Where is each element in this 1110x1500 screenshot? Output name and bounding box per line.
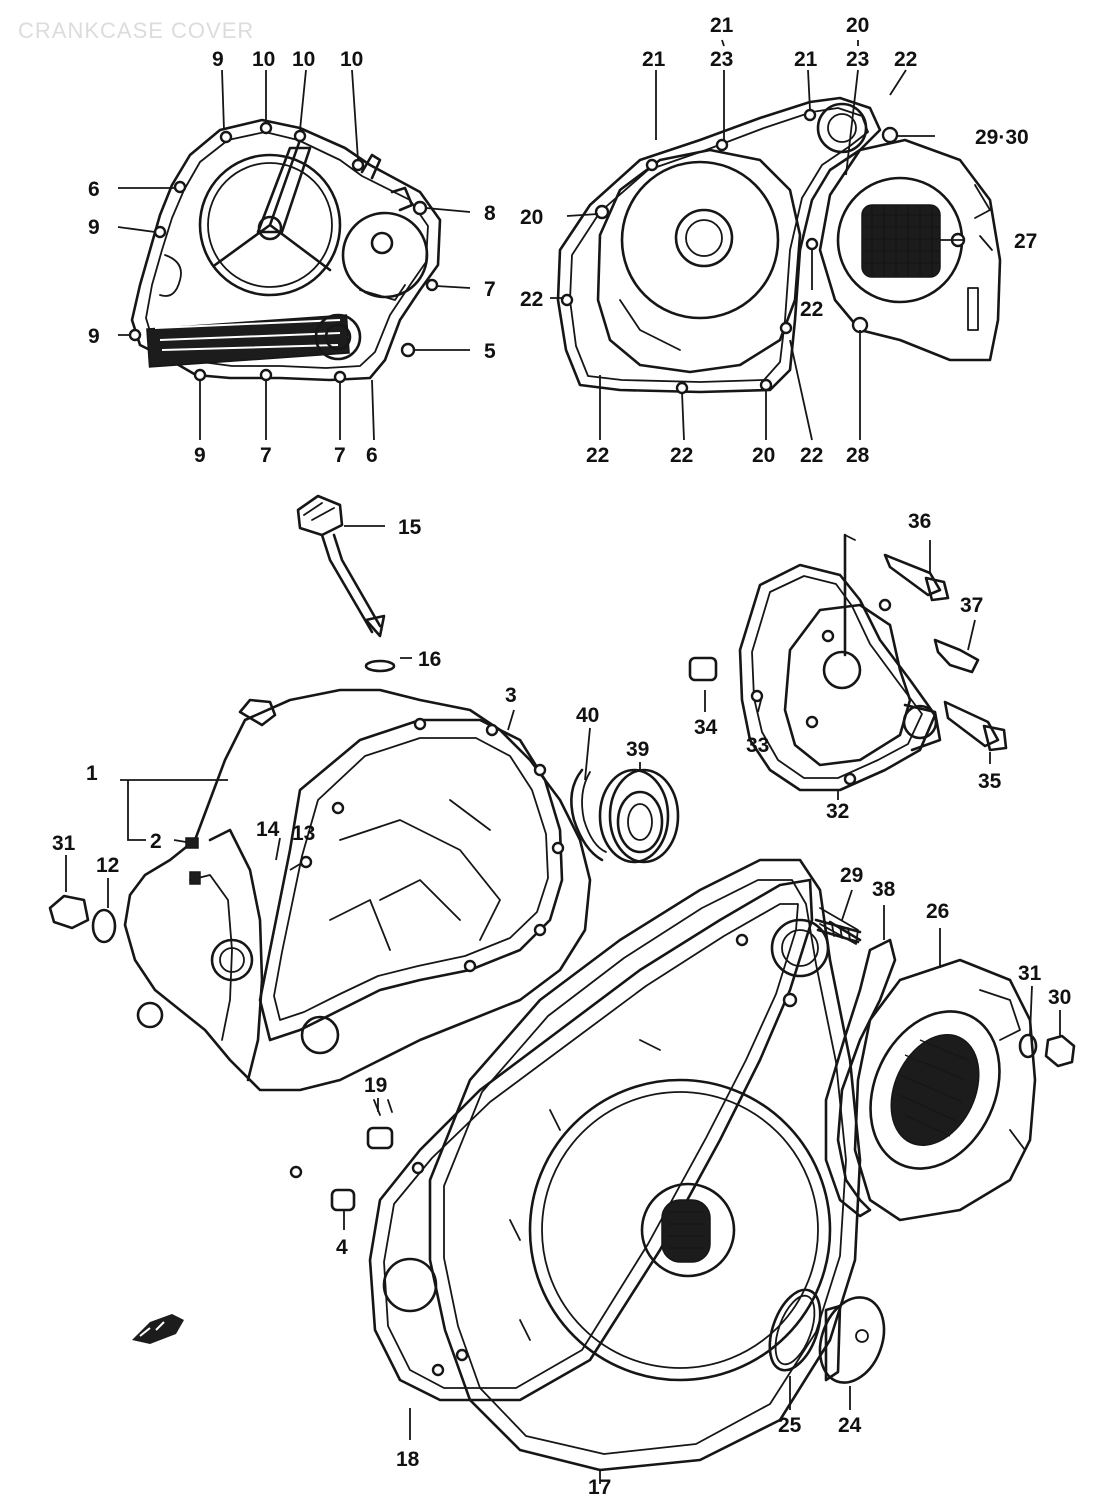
label-29-30: 29·30 [975,126,1029,149]
label-4: 4 [336,1236,348,1259]
pump-cover-assembly: 36 37 34 33 32 35 [688,510,1008,823]
label-3: 3 [505,684,517,707]
label-40: 40 [576,704,599,727]
label-9: 9 [88,216,100,239]
label-9: 9 [194,444,206,467]
label-5: 5 [484,340,496,363]
label-21: 21 [794,48,818,71]
label-10: 10 [340,48,363,71]
clutch-cover: 9 10 10 10 6 8 9 7 9 5 9 7 7 6 [88,48,496,467]
label-10: 10 [292,48,315,71]
label-7: 7 [334,444,346,467]
label-7: 7 [260,444,272,467]
label-2: 2 [150,830,162,853]
diagram-title: CRANKCASE COVER [18,18,254,43]
label-22: 22 [520,288,543,311]
label-13: 13 [292,822,315,845]
label-28: 28 [846,444,870,467]
label-6: 6 [88,178,100,201]
label-20: 20 [752,444,775,467]
label-21: 21 [710,14,734,37]
signal-cover-assembly: 29 38 26 31 30 [814,864,1076,1222]
label-18: 18 [396,1448,420,1471]
label-22: 22 [586,444,609,467]
label-20: 20 [520,206,543,229]
label-38: 38 [872,878,896,901]
label-37: 37 [960,594,983,617]
bearing-and-circlip: 39 [570,738,680,864]
label-17: 17 [588,1476,611,1499]
label-31: 31 [52,832,76,855]
label-22: 22 [800,444,823,467]
generator-cover: 18 17 25 24 [368,858,886,1499]
label-34: 34 [694,716,718,739]
label-35: 35 [978,770,1002,793]
label-9: 9 [88,325,100,348]
label-23: 23 [846,48,869,71]
label-10: 10 [252,48,275,71]
label-33: 33 [746,734,769,757]
label-25: 25 [778,1414,802,1437]
oil-filler-plug: 15 16 [296,494,441,673]
label-22: 22 [894,48,917,71]
label-32: 32 [826,800,849,823]
label-7: 7 [484,278,496,301]
label-24: 24 [838,1414,862,1437]
label-16: 16 [418,648,441,671]
label-23: 23 [710,48,733,71]
label-1: 1 [86,762,98,785]
label-22: 22 [670,444,693,467]
magneto-cover-assembly: 21 21 23 21 20 23 22 29·30 20 27 22 22 2… [520,14,1037,467]
label-31: 31 [1018,962,1042,985]
label-27: 27 [1014,230,1037,253]
label-15: 15 [398,516,422,539]
label-14: 14 [256,818,280,841]
label-20: 20 [846,14,869,37]
label-39: 39 [626,738,649,761]
label-12: 12 [96,854,119,877]
label-6: 6 [366,444,378,467]
label-21: 21 [642,48,666,71]
label-9: 9 [212,48,224,71]
label-36: 36 [908,510,931,533]
label-29: 29 [840,864,863,887]
label-22: 22 [800,298,823,321]
label-8: 8 [484,202,496,225]
crankcase-body: 3 40 1 2 13 14 31 12 19 4 [48,684,599,1259]
label-30: 30 [1048,986,1071,1009]
label-19: 19 [364,1074,387,1097]
label-26: 26 [926,900,949,923]
front-arrow-icon [132,1314,184,1344]
